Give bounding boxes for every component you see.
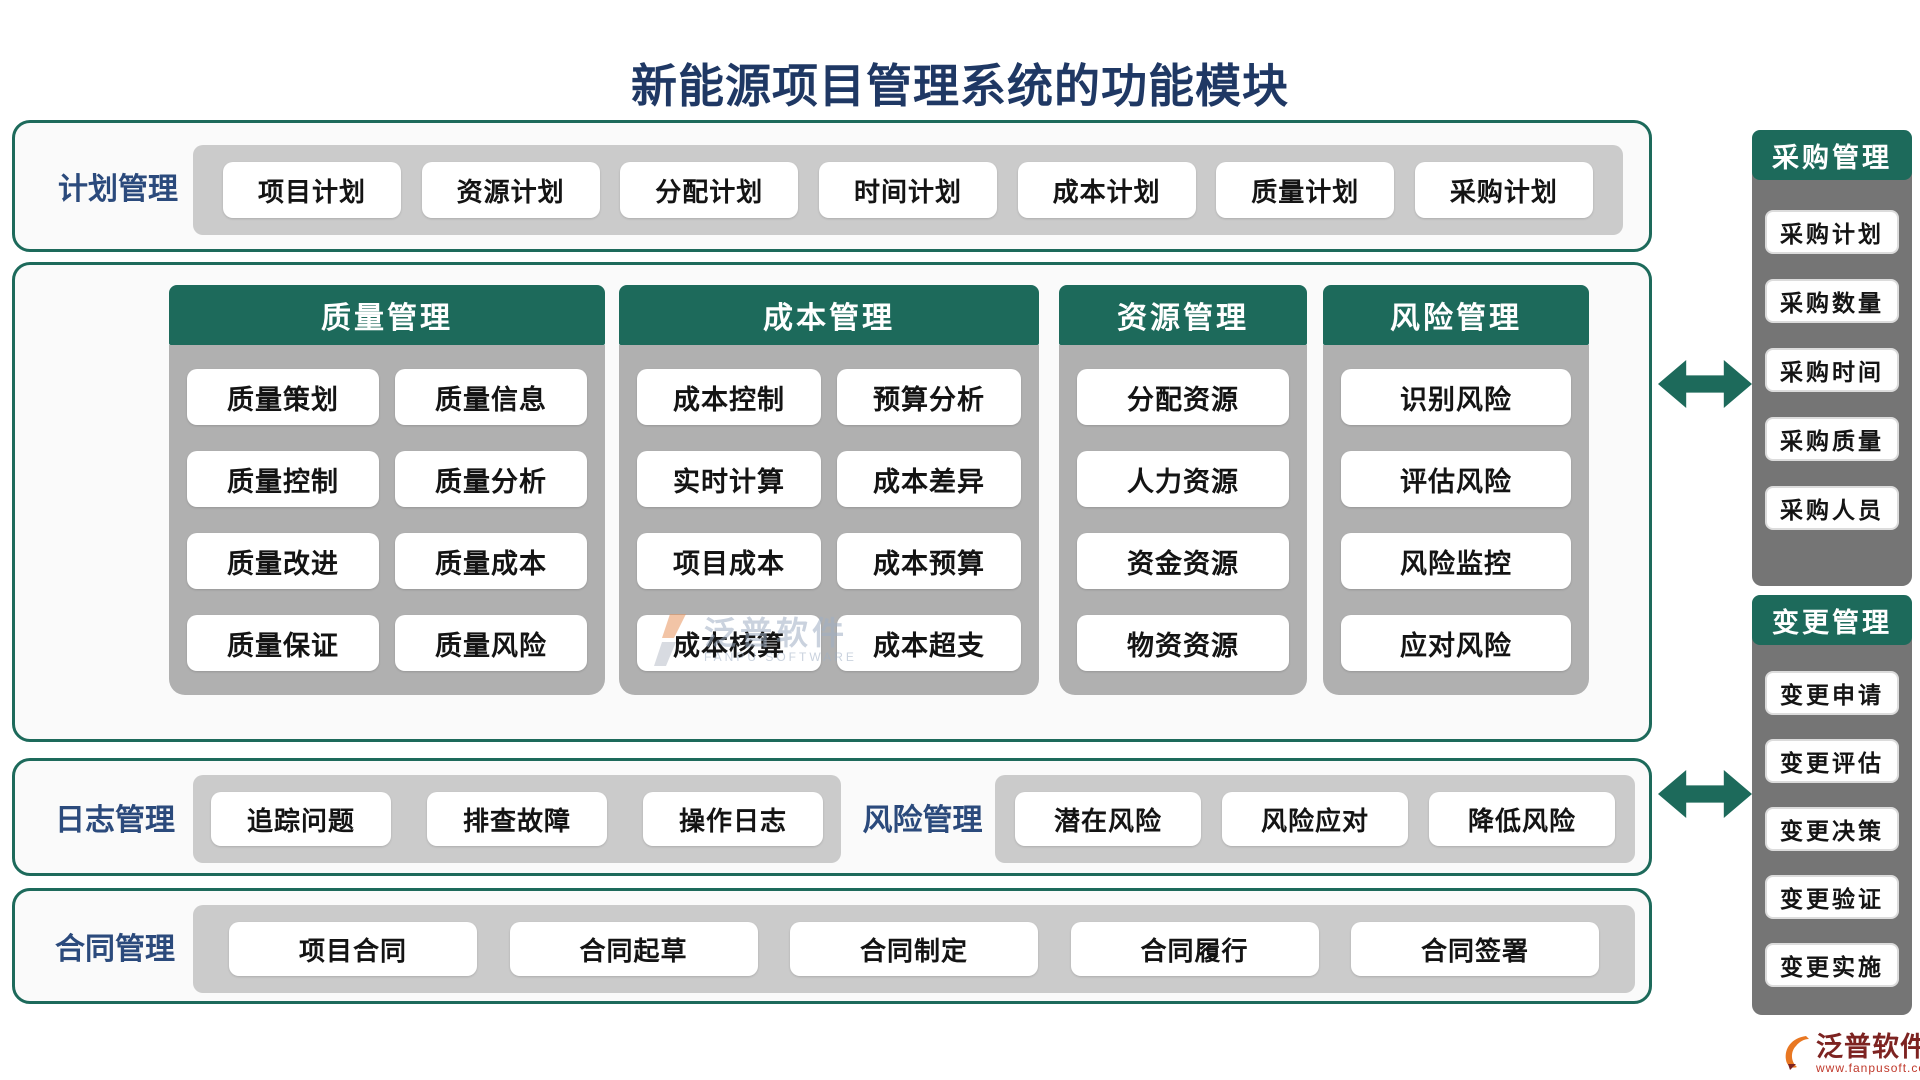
double-arrow-icon — [1658, 360, 1752, 408]
resource-column: 资源管理 分配资源 人力资源 资金资源 物资资源 — [1059, 285, 1307, 695]
footer-brand-logo: 泛普软件 www.fanpusoft.com — [1782, 1032, 1920, 1076]
cost-item-button[interactable]: 成本超支 — [837, 615, 1021, 671]
quality-item-button[interactable]: 质量成本 — [395, 533, 587, 589]
risk-item-button[interactable]: 识别风险 — [1341, 369, 1571, 425]
procurement-item-button[interactable]: 采购计划 — [1765, 210, 1899, 254]
resource-header: 资源管理 — [1059, 285, 1307, 345]
resource-body: 分配资源 人力资源 资金资源 物资资源 — [1059, 345, 1307, 695]
procurement-header: 采购管理 — [1752, 130, 1912, 180]
risk2-tray: 潜在风险 风险应对 降低风险 — [995, 775, 1635, 863]
resource-item-button[interactable]: 分配资源 — [1077, 369, 1289, 425]
quality-item-button[interactable]: 质量改进 — [187, 533, 379, 589]
procurement-item-button[interactable]: 采购数量 — [1765, 279, 1899, 323]
quality-item-button[interactable]: 质量信息 — [395, 369, 587, 425]
risk2-item-button[interactable]: 风险应对 — [1222, 792, 1408, 846]
change-item-button[interactable]: 变更验证 — [1765, 875, 1899, 919]
resource-item-button[interactable]: 人力资源 — [1077, 451, 1289, 507]
plan-panel: 计划管理 项目计划 资源计划 分配计划 时间计划 成本计划 质量计划 采购计划 — [12, 120, 1652, 252]
quality-item-button[interactable]: 质量策划 — [187, 369, 379, 425]
procurement-item-button[interactable]: 采购质量 — [1765, 417, 1899, 461]
log-item-button[interactable]: 操作日志 — [643, 792, 823, 846]
log-item-button[interactable]: 追踪问题 — [211, 792, 391, 846]
change-panel: 变更管理 变更申请 变更评估 变更决策 变更验证 变更实施 — [1752, 595, 1912, 1015]
plan-item-button[interactable]: 成本计划 — [1017, 162, 1196, 218]
procurement-item-button[interactable]: 采购人员 — [1765, 486, 1899, 530]
quality-item-button[interactable]: 质量控制 — [187, 451, 379, 507]
plan-tray: 项目计划 资源计划 分配计划 时间计划 成本计划 质量计划 采购计划 — [193, 145, 1623, 235]
contract-item-button[interactable]: 合同履行 — [1070, 922, 1319, 976]
change-header: 变更管理 — [1752, 595, 1912, 645]
plan-item-button[interactable]: 项目计划 — [223, 162, 401, 218]
plan-item-button[interactable]: 分配计划 — [620, 162, 799, 218]
footer-brand-name: 泛普软件 — [1816, 1032, 1920, 1063]
risk-item-button[interactable]: 应对风险 — [1341, 615, 1571, 671]
cost-item-button[interactable]: 成本核算 — [637, 615, 821, 671]
cost-item-button[interactable]: 成本差异 — [837, 451, 1021, 507]
risk2-label: 风险管理 — [862, 803, 983, 838]
risk-item-button[interactable]: 评估风险 — [1341, 451, 1571, 507]
cost-item-button[interactable]: 成本预算 — [837, 533, 1021, 589]
quality-header: 质量管理 — [169, 285, 605, 345]
plan-item-button[interactable]: 质量计划 — [1216, 162, 1395, 218]
fanpu-logo-icon — [1785, 1036, 1809, 1070]
cost-item-button[interactable]: 项目成本 — [637, 533, 821, 589]
change-item-button[interactable]: 变更实施 — [1765, 943, 1899, 987]
contract-item-button[interactable]: 项目合同 — [229, 922, 477, 976]
plan-item-button[interactable]: 时间计划 — [818, 162, 997, 218]
cost-column: 成本管理 成本控制 预算分析 实时计算 成本差异 项目成本 成本预算 成本核算 … — [619, 285, 1039, 695]
contract-item-button[interactable]: 合同签署 — [1351, 922, 1599, 976]
cost-item-button[interactable]: 成本控制 — [637, 369, 821, 425]
change-item-button[interactable]: 变更申请 — [1765, 671, 1899, 715]
log-item-button[interactable]: 排查故障 — [427, 792, 607, 846]
risk-column: 风险管理 识别风险 评估风险 风险监控 应对风险 — [1323, 285, 1589, 695]
change-body: 变更申请 变更评估 变更决策 变更验证 变更实施 — [1752, 645, 1912, 1003]
contract-tray: 项目合同 合同起草 合同制定 合同履行 合同签署 — [193, 905, 1635, 993]
quality-item-button[interactable]: 质量保证 — [187, 615, 379, 671]
cost-item-button[interactable]: 预算分析 — [837, 369, 1021, 425]
resource-item-button[interactable]: 资金资源 — [1077, 533, 1289, 589]
page-title: 新能源项目管理系统的功能模块 — [631, 59, 1289, 113]
risk2-item-button[interactable]: 降低风险 — [1429, 792, 1615, 846]
procurement-body: 采购计划 采购数量 采购时间 采购质量 采购人员 — [1752, 180, 1912, 546]
double-arrow-icon — [1658, 770, 1752, 818]
contract-label: 合同管理 — [55, 932, 175, 967]
change-item-button[interactable]: 变更决策 — [1765, 807, 1899, 851]
contract-panel: 合同管理 项目合同 合同起草 合同制定 合同履行 合同签署 — [12, 888, 1652, 1004]
modules-panel: 质量管理 质量策划 质量信息 质量控制 质量分析 质量改进 质量成本 质量保证 … — [12, 262, 1652, 742]
log-panel: 日志管理 追踪问题 排查故障 操作日志 风险管理 潜在风险 风险应对 降低风险 — [12, 758, 1652, 876]
cost-header: 成本管理 — [619, 285, 1039, 345]
change-item-button[interactable]: 变更评估 — [1765, 739, 1899, 783]
log-label: 日志管理 — [55, 803, 175, 838]
resource-item-button[interactable]: 物资资源 — [1077, 615, 1289, 671]
footer-url: www.fanpusoft.com — [1816, 1061, 1920, 1076]
log-tray: 追踪问题 排查故障 操作日志 — [193, 775, 841, 863]
cost-body: 成本控制 预算分析 实时计算 成本差异 项目成本 成本预算 成本核算 成本超支 — [619, 345, 1039, 695]
contract-item-button[interactable]: 合同起草 — [509, 922, 758, 976]
risk2-item-button[interactable]: 潜在风险 — [1015, 792, 1201, 846]
quality-item-button[interactable]: 质量分析 — [395, 451, 587, 507]
risk-item-button[interactable]: 风险监控 — [1341, 533, 1571, 589]
quality-body: 质量策划 质量信息 质量控制 质量分析 质量改进 质量成本 质量保证 质量风险 — [169, 345, 605, 695]
contract-item-button[interactable]: 合同制定 — [790, 922, 1038, 976]
quality-column: 质量管理 质量策划 质量信息 质量控制 质量分析 质量改进 质量成本 质量保证 … — [169, 285, 605, 695]
plan-item-button[interactable]: 采购计划 — [1414, 162, 1593, 218]
plan-label: 计划管理 — [58, 172, 178, 207]
plan-item-button[interactable]: 资源计划 — [421, 162, 600, 218]
risk-header: 风险管理 — [1323, 285, 1589, 345]
quality-item-button[interactable]: 质量风险 — [395, 615, 587, 671]
cost-item-button[interactable]: 实时计算 — [637, 451, 821, 507]
procurement-item-button[interactable]: 采购时间 — [1765, 348, 1899, 392]
procurement-panel: 采购管理 采购计划 采购数量 采购时间 采购质量 采购人员 — [1752, 130, 1912, 586]
risk-body: 识别风险 评估风险 风险监控 应对风险 — [1323, 345, 1589, 695]
